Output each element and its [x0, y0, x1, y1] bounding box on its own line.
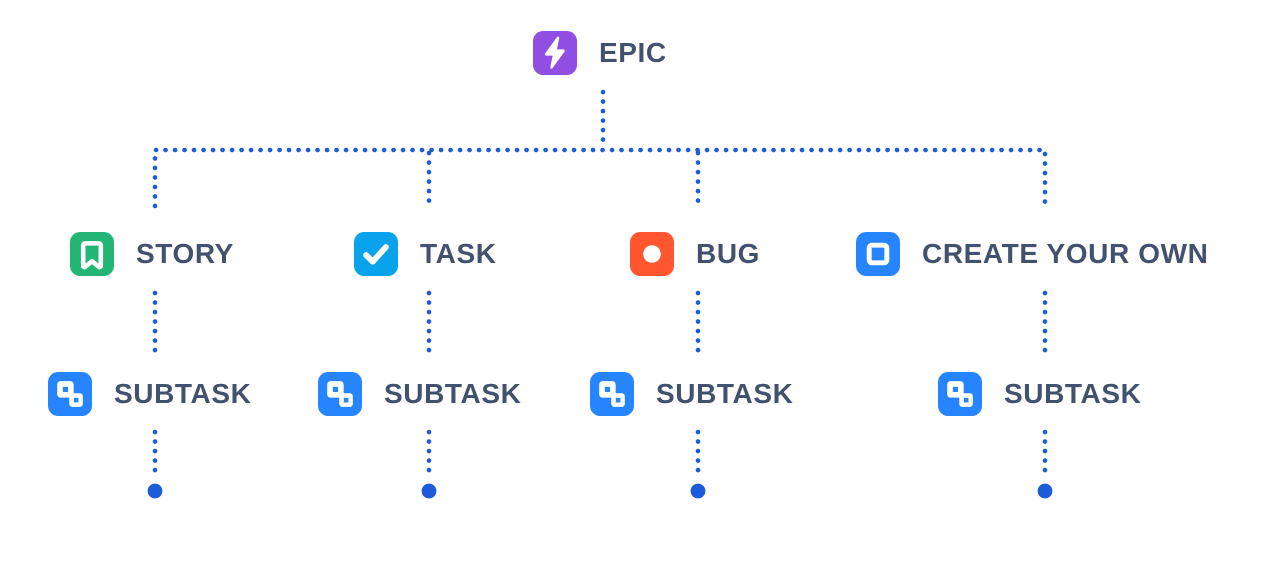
endpoint-dot	[690, 483, 706, 499]
subtask-blocks-icon	[590, 372, 634, 416]
subtask-blocks-icon	[48, 372, 92, 416]
connector-rail	[152, 147, 1048, 209]
node-subtask-create-your-own: SUBTASK	[938, 372, 1141, 416]
node-create-your-own: CREATE YOUR OWN	[856, 232, 1208, 276]
bug-circle-icon	[630, 232, 674, 276]
node-subtask-bug: SUBTASK	[590, 372, 793, 416]
node-subtask-story: SUBTASK	[48, 372, 251, 416]
subtask-blocks-icon	[318, 372, 362, 416]
endpoint-dot	[147, 483, 163, 499]
node-label-epic: EPIC	[599, 37, 667, 68]
node-label-bug: BUG	[696, 238, 761, 269]
task-check-icon	[354, 232, 398, 276]
node-label-subtask: SUBTASK	[1004, 378, 1142, 409]
node-label-subtask: SUBTASK	[114, 378, 252, 409]
node-label-story: STORY	[136, 238, 234, 269]
node-task: TASK	[354, 232, 497, 276]
endpoint-dot	[1037, 483, 1053, 499]
story-bookmark-icon	[70, 232, 114, 276]
custom-square-icon	[856, 232, 900, 276]
endpoint-dot	[421, 483, 437, 499]
node-label-subtask: SUBTASK	[384, 378, 522, 409]
node-story: STORY	[70, 232, 234, 276]
node-label-task: TASK	[420, 238, 497, 269]
node-bug: BUG	[630, 232, 760, 276]
node-label-create-your-own: CREATE YOUR OWN	[922, 238, 1209, 269]
subtask-blocks-icon	[938, 372, 982, 416]
node-epic: EPIC	[533, 31, 667, 75]
epic-lightning-icon	[533, 31, 577, 75]
node-label-subtask: SUBTASK	[656, 378, 794, 409]
node-subtask-task: SUBTASK	[318, 372, 521, 416]
